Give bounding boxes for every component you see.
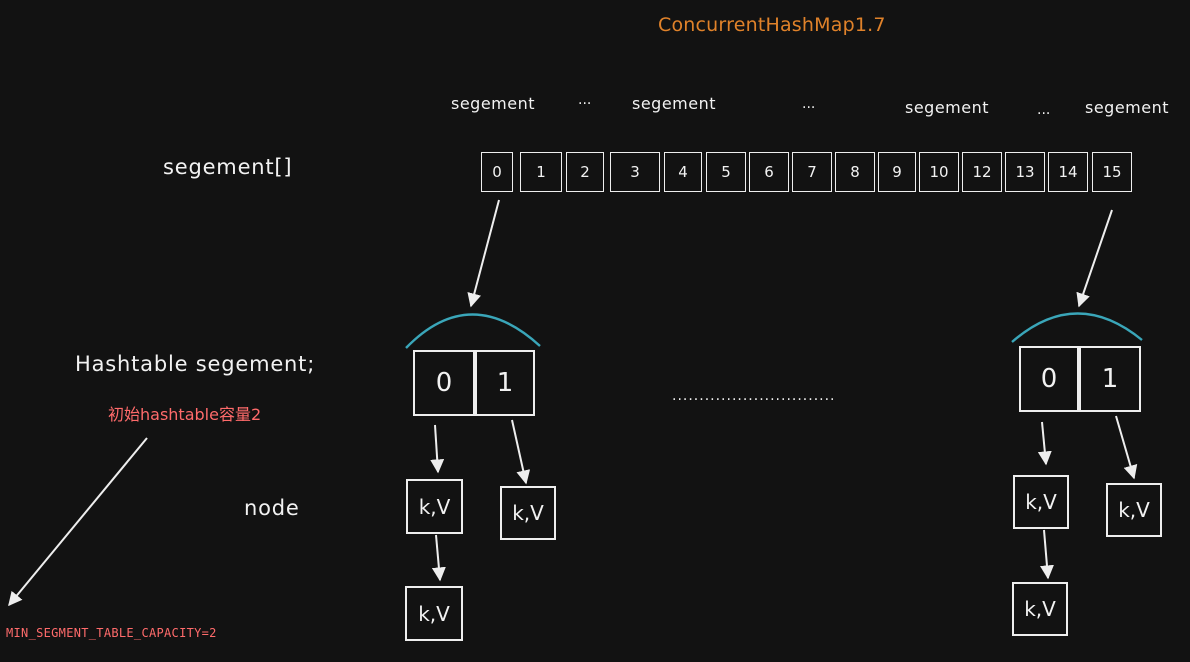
bucket-cell: 1 [1079, 346, 1141, 412]
middle-ellipsis: .............................. [672, 388, 836, 404]
array-cell: 1 [520, 152, 562, 192]
min-capacity-label: MIN_SEGMENT_TABLE_CAPACITY=2 [6, 626, 217, 640]
node-label: node [244, 496, 300, 520]
array-cell: 13 [1005, 152, 1045, 192]
lock-arc-right [1011, 312, 1143, 343]
arrow-right-b1-to-node [1115, 415, 1138, 480]
bucket-cell: 0 [1019, 346, 1079, 412]
entry-node: k,V [500, 486, 556, 540]
array-cell: 5 [706, 152, 746, 192]
array-cell: 4 [664, 152, 702, 192]
segment-label: segement [1085, 98, 1170, 117]
segment-ellipsis: ··· [802, 100, 816, 116]
entry-node: k,V [1012, 582, 1068, 636]
arrow-left-b0-to-node [430, 424, 445, 474]
bucket-cell: 0 [413, 350, 475, 416]
arrow-left-b1-to-node [511, 419, 531, 485]
bucket-cell: 1 [475, 350, 535, 416]
arrow-note-to-capacity [8, 437, 148, 607]
entry-node: k,V [1106, 483, 1162, 537]
init-capacity-note: 初始hashtable容量2 [108, 405, 262, 424]
array-cell: 15 [1092, 152, 1132, 192]
arrow-seg0-to-table [467, 199, 500, 308]
segment-label: segement [905, 98, 990, 117]
array-cell: 7 [792, 152, 832, 192]
array-cell: 9 [878, 152, 916, 192]
array-cell: 0 [481, 152, 513, 192]
arrow-seg15-to-table [1076, 209, 1113, 308]
hashtable-label: Hashtable segement; [75, 352, 316, 376]
entry-node: k,V [1013, 475, 1069, 529]
diagram-title: ConcurrentHashMap1.7 [658, 14, 886, 36]
segment-label: segement [632, 94, 717, 113]
segment-array-label: segement[] [163, 155, 293, 179]
array-cell: 2 [566, 152, 604, 192]
array-cell: 10 [919, 152, 959, 192]
entry-node: k,V [405, 586, 463, 641]
arrow-right-b0-to-node [1037, 421, 1052, 466]
array-cell: 6 [749, 152, 789, 192]
entry-node: k,V [406, 479, 463, 534]
arrow-left-node-to-node [431, 534, 446, 582]
segment-ellipsis: ··· [1037, 106, 1051, 122]
segment-label: segement [451, 94, 536, 113]
arrow-right-node-to-node [1039, 529, 1054, 580]
lock-arc-left [405, 313, 541, 349]
array-cell: 8 [835, 152, 875, 192]
array-cell: 14 [1048, 152, 1088, 192]
array-cell: 3 [610, 152, 660, 192]
segment-ellipsis: ··· [578, 96, 592, 112]
array-cell: 12 [962, 152, 1002, 192]
